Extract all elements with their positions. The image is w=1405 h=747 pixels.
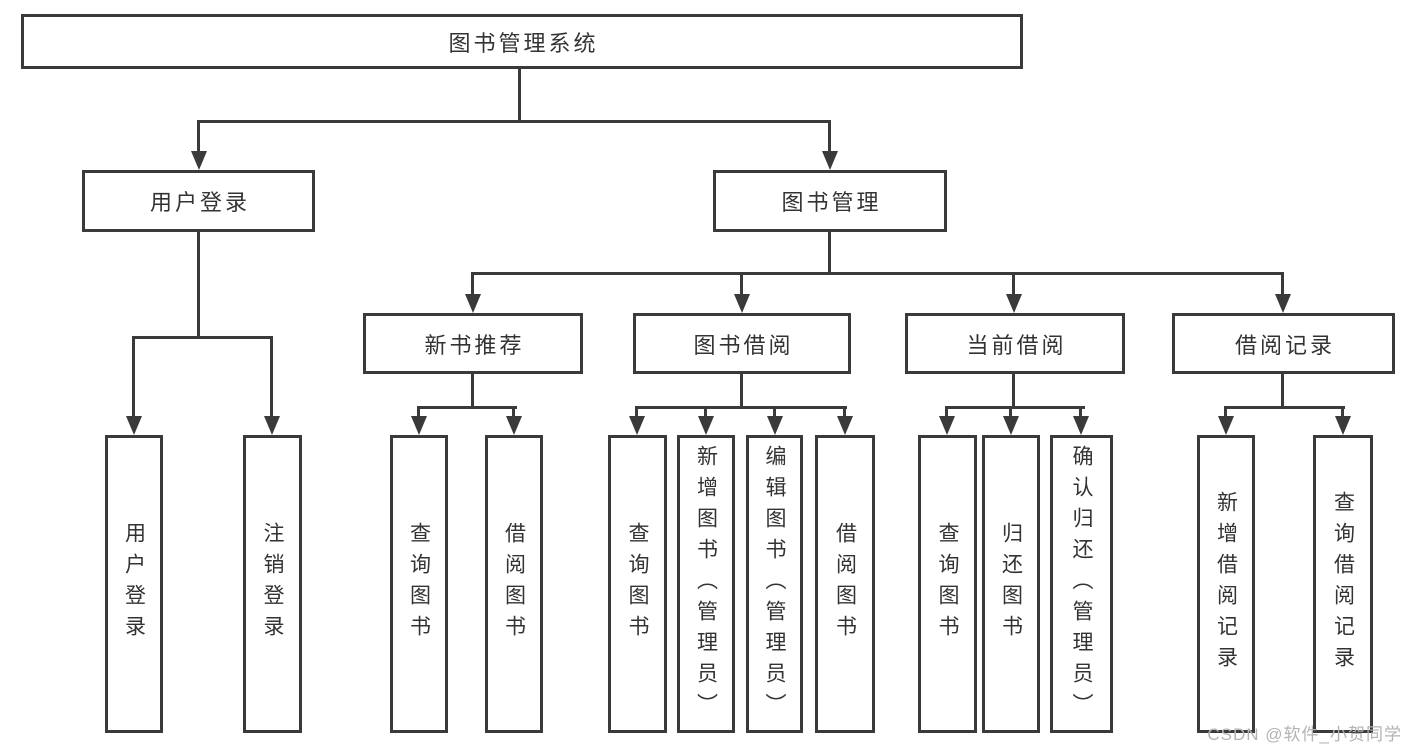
node-label: 新增图书（管理员） (694, 444, 718, 724)
leaf-add-book-admin: 新增图书（管理员） (677, 435, 735, 733)
arrowhead (506, 416, 522, 435)
arrowhead (1073, 416, 1089, 435)
arrowhead (939, 416, 955, 435)
connector (773, 406, 776, 416)
connector (635, 406, 638, 416)
arrowhead (734, 294, 750, 313)
connector (471, 374, 474, 406)
leaf-logout: 注销登录 (243, 435, 302, 733)
node-label: 借阅记录 (1234, 332, 1335, 358)
node-label: 查询图书 (407, 522, 431, 646)
connector (197, 120, 831, 123)
node-label: 确认归还（管理员） (1070, 444, 1093, 724)
node-label: 注销登录 (261, 522, 284, 646)
node-label: 图书管理系统 (448, 30, 599, 56)
connector (471, 272, 474, 294)
node-label: 借阅图书 (833, 522, 857, 646)
connector (704, 406, 707, 416)
node-label: 查询图书 (936, 522, 959, 646)
arrowhead (1003, 416, 1019, 435)
arrowhead (411, 416, 427, 435)
connector (945, 406, 1085, 409)
connector (828, 232, 831, 272)
leaf-add-borrow-record: 新增借阅记录 (1197, 435, 1255, 733)
node-label: 图书借阅 (693, 332, 794, 358)
connector (945, 406, 948, 416)
connector (197, 232, 200, 336)
connector (132, 336, 273, 339)
arrowhead (822, 151, 838, 170)
connector (740, 374, 743, 406)
node-user-login: 用户登录 (82, 170, 315, 232)
node-borrow-records: 借阅记录 (1172, 313, 1395, 374)
connector (417, 406, 420, 416)
connector (843, 406, 846, 416)
arrowhead (264, 416, 280, 435)
leaf-confirm-return-admin: 确认归还（管理员） (1050, 435, 1113, 733)
connector (635, 406, 847, 409)
arrowhead (698, 416, 714, 435)
leaf-query-books-borrow: 查询图书 (608, 435, 667, 733)
arrowhead (1006, 294, 1022, 313)
connector (197, 120, 200, 151)
node-current-borrow: 当前借阅 (905, 313, 1125, 374)
node-root-system: 图书管理系统 (21, 14, 1023, 69)
connector (828, 120, 831, 151)
arrowhead (629, 416, 645, 435)
node-label: 用户登录 (122, 522, 146, 646)
node-book-borrow: 图书借阅 (633, 313, 851, 374)
connector (1341, 406, 1344, 416)
node-label: 图书管理 (781, 190, 882, 215)
connector (512, 406, 515, 416)
node-label: 用户登录 (149, 190, 250, 215)
leaf-borrow-books: 借阅图书 (815, 435, 875, 733)
arrowhead (1335, 416, 1351, 435)
connector (1281, 374, 1284, 406)
node-new-book-recommend: 新书推荐 (363, 313, 583, 374)
node-label: 借阅图书 (502, 522, 526, 646)
connector (1224, 406, 1345, 409)
connector (1012, 272, 1015, 294)
connector (1009, 406, 1012, 416)
connector (417, 406, 517, 409)
node-label: 查询图书 (626, 522, 649, 646)
connector (1012, 374, 1015, 406)
csdn-watermark: CSDN @软件_小贺同学 (1207, 725, 1402, 744)
connector (270, 336, 273, 416)
leaf-query-books-current: 查询图书 (918, 435, 977, 733)
node-label: 归还图书 (999, 522, 1023, 646)
node-label: 编辑图书（管理员） (763, 444, 786, 724)
leaf-borrow-books-recommend: 借阅图书 (485, 435, 543, 733)
leaf-query-books-recommend: 查询图书 (390, 435, 448, 733)
leaf-return-book: 归还图书 (982, 435, 1040, 733)
connector (1281, 272, 1284, 294)
node-label: 查询借阅记录 (1331, 491, 1355, 677)
arrowhead (1275, 294, 1291, 313)
connector (740, 272, 743, 294)
arrowhead (191, 151, 207, 170)
node-book-management: 图书管理 (713, 170, 947, 232)
node-label: 新书推荐 (424, 332, 525, 358)
arrowhead (126, 416, 142, 435)
arrowhead (767, 416, 783, 435)
connector (1079, 406, 1082, 416)
arrowhead (465, 294, 481, 313)
connector (132, 336, 135, 416)
arrowhead (837, 416, 853, 435)
leaf-query-borrow-record: 查询借阅记录 (1313, 435, 1373, 733)
connector (518, 69, 521, 120)
leaf-edit-book-admin: 编辑图书（管理员） (746, 435, 803, 733)
connector (1224, 406, 1227, 416)
leaf-user-login: 用户登录 (105, 435, 163, 733)
arrowhead (1218, 416, 1234, 435)
node-label: 当前借阅 (966, 332, 1067, 358)
node-label: 新增借阅记录 (1214, 491, 1238, 677)
connector (471, 272, 1284, 275)
